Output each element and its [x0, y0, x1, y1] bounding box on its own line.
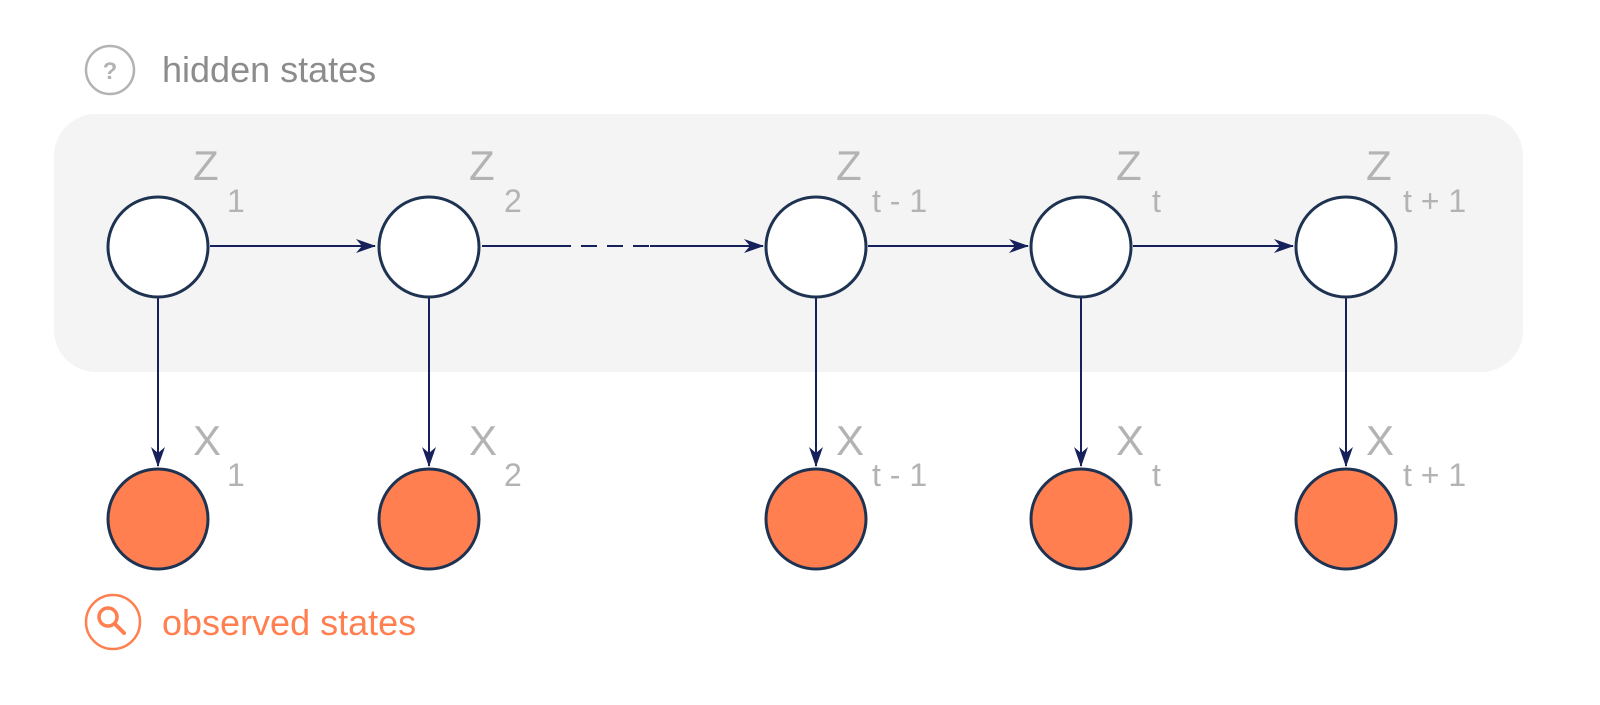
- magnifier-icon: [84, 593, 142, 651]
- hidden-node-subscript: t: [1152, 183, 1161, 219]
- svg-text:?: ?: [103, 58, 118, 85]
- hidden-states-legend: ? hidden states: [84, 44, 376, 96]
- hidden-node-subscript: 1: [227, 183, 245, 219]
- observed-states-legend: observed states: [84, 593, 416, 651]
- observed-node: X t + 1: [1294, 417, 1466, 571]
- observed-node-letter: X: [1366, 417, 1394, 464]
- hidden-node-letter: Z: [469, 142, 495, 189]
- hidden-node-subscript: t - 1: [872, 183, 927, 219]
- observed-node-subscript: 1: [227, 457, 245, 493]
- observed-node-letter: X: [469, 417, 497, 464]
- observed-node-letter: X: [1116, 417, 1144, 464]
- hidden-node-subscript: t + 1: [1403, 183, 1466, 219]
- observed-states-label: observed states: [162, 602, 416, 643]
- observed-node-letter: X: [836, 417, 864, 464]
- hidden-node: Z t - 1: [764, 142, 927, 299]
- observed-node: X t: [1029, 417, 1161, 571]
- hidden-node-letter: Z: [193, 142, 219, 189]
- hidden-states-label: hidden states: [162, 49, 376, 90]
- hidden-node-subscript: 2: [504, 183, 522, 219]
- hidden-node: Z 1: [106, 142, 245, 299]
- observed-node-subscript: t: [1152, 457, 1161, 493]
- observed-nodes: X 1 X 2 X t - 1 X t X t + 1: [106, 417, 1466, 571]
- question-mark-icon: ?: [84, 44, 136, 96]
- hidden-nodes: Z 1 Z 2 Z t - 1 Z t Z t + 1: [106, 142, 1466, 299]
- emission-arrows: [151, 298, 1353, 467]
- observed-node-letter: X: [193, 417, 221, 464]
- observed-node-subscript: 2: [504, 457, 522, 493]
- hidden-node-letter: Z: [1366, 142, 1392, 189]
- observed-node-subscript: t - 1: [872, 457, 927, 493]
- hidden-node: Z t + 1: [1294, 142, 1466, 299]
- observed-node: X 2: [377, 417, 522, 571]
- hidden-node-letter: Z: [1116, 142, 1142, 189]
- hidden-node: Z t: [1029, 142, 1161, 299]
- hidden-node-letter: Z: [836, 142, 862, 189]
- observed-node: X t - 1: [764, 417, 927, 571]
- hidden-node: Z 2: [377, 142, 522, 299]
- observed-node: X 1: [106, 417, 245, 571]
- observed-node-subscript: t + 1: [1403, 457, 1466, 493]
